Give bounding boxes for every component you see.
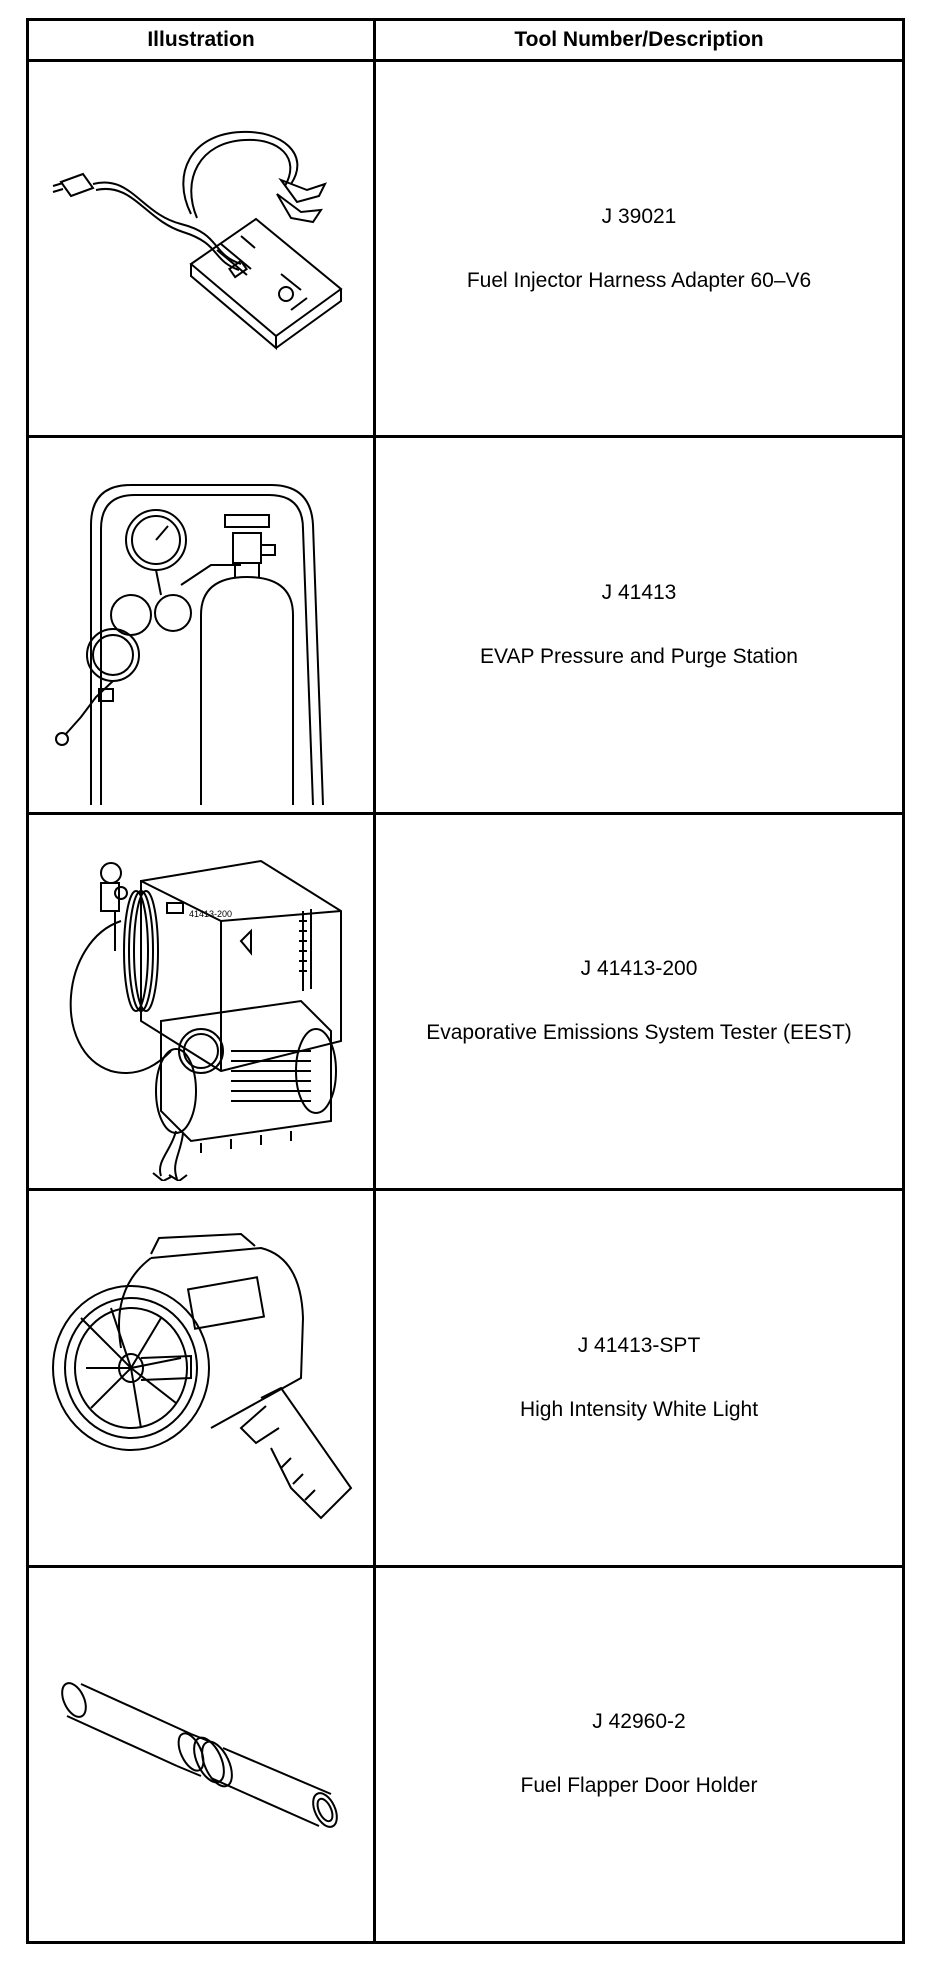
spotlight-icon — [41, 1228, 361, 1528]
tool-description: High Intensity White Light — [519, 1397, 759, 1421]
table-row: J 42960-2 Fuel Flapper Door Holder — [26, 1564, 905, 1945]
illustration-cell — [26, 435, 376, 815]
header-row: Illustration Tool Number/Description — [26, 18, 905, 62]
illustration-cell: 41413-200 — [26, 811, 376, 1192]
emissions-tester-icon: 41413-200 — [41, 821, 361, 1181]
tool-number: J 41413-SPT — [577, 1333, 701, 1357]
purge-station-icon — [51, 445, 351, 805]
door-holder-tool-icon — [41, 1644, 361, 1864]
table-row: J 41413-SPT High Intensity White Light — [26, 1188, 905, 1568]
table-row: J 39021 Fuel Injector Harness Adapter 60… — [26, 58, 905, 439]
tool-description: Fuel Injector Harness Adapter 60–V6 — [466, 268, 812, 292]
table-row: 41413-200 — [26, 811, 905, 1192]
tool-description: EVAP Pressure and Purge Station — [480, 645, 798, 669]
tool-number: J 39021 — [601, 204, 677, 228]
illustration-cell — [26, 1188, 376, 1568]
tool-number: J 41413-200 — [580, 957, 698, 981]
tool-description: Fuel Flapper Door Holder — [520, 1774, 758, 1798]
tool-description: Evaporative Emissions System Tester (EES… — [426, 1021, 852, 1045]
description-cell: J 41413-SPT High Intensity White Light — [373, 1188, 905, 1568]
description-cell: J 39021 Fuel Injector Harness Adapter 60… — [373, 58, 905, 439]
illustration-cell — [26, 58, 376, 439]
description-cell: J 42960-2 Fuel Flapper Door Holder — [373, 1564, 905, 1945]
illustration-cell — [26, 1564, 376, 1945]
tester-label: 41413-200 — [189, 909, 232, 919]
description-cell: J 41413-200 Evaporative Emissions System… — [373, 811, 905, 1192]
table-row: J 41413 EVAP Pressure and Purge Station — [26, 435, 905, 815]
tool-number: J 41413 — [601, 581, 677, 605]
tool-header: Tool Number/Description — [373, 18, 905, 62]
tool-table: Illustration Tool Number/Description — [26, 18, 905, 1945]
tool-number: J 42960-2 — [592, 1710, 686, 1734]
illustration-header: Illustration — [26, 18, 376, 62]
harness-adapter-icon — [41, 124, 361, 374]
description-cell: J 41413 EVAP Pressure and Purge Station — [373, 435, 905, 815]
